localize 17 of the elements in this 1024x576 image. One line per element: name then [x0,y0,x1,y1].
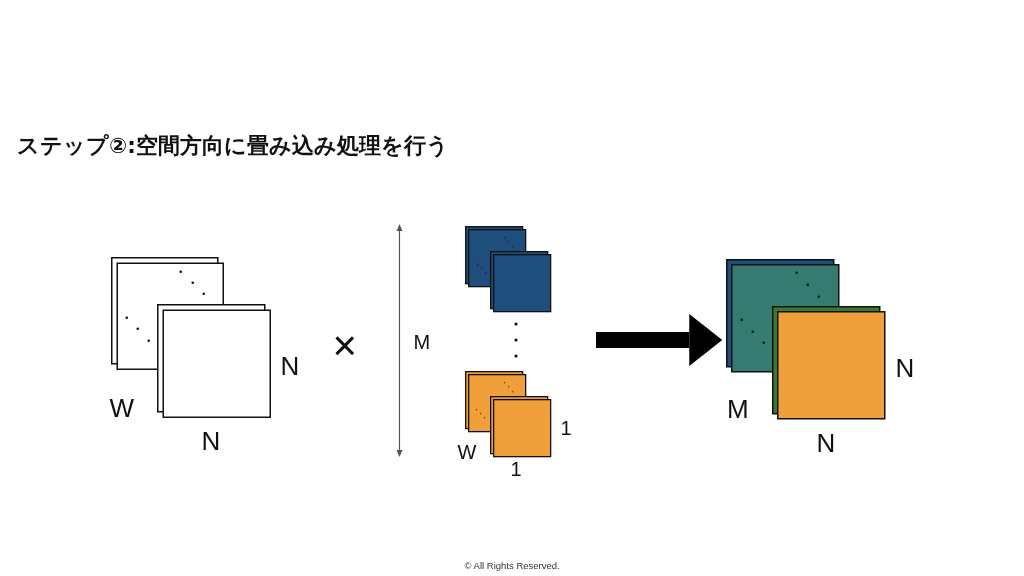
arrow [596,314,723,366]
dimension-label: N [816,430,836,456]
dimension-label: W [457,442,477,462]
dimension-label: M [413,332,431,352]
dimension-label: W [109,395,135,421]
multiply-sign: × [332,325,358,367]
dimension-label: N [895,355,915,381]
dimension-label: 1 [510,459,522,479]
copyright-notice: © All Rights Reserved. [464,561,560,571]
dimension-label: M [727,396,749,422]
layer-stack [726,259,886,420]
title: ステップ②:空間方向に畳み込み処理を行う [17,135,449,157]
dimension-label: N [201,428,221,454]
dimension-label: 1 [560,418,572,438]
layer-stack [465,226,552,313]
dimension-label: N [280,353,300,379]
layer-stack [111,257,272,419]
